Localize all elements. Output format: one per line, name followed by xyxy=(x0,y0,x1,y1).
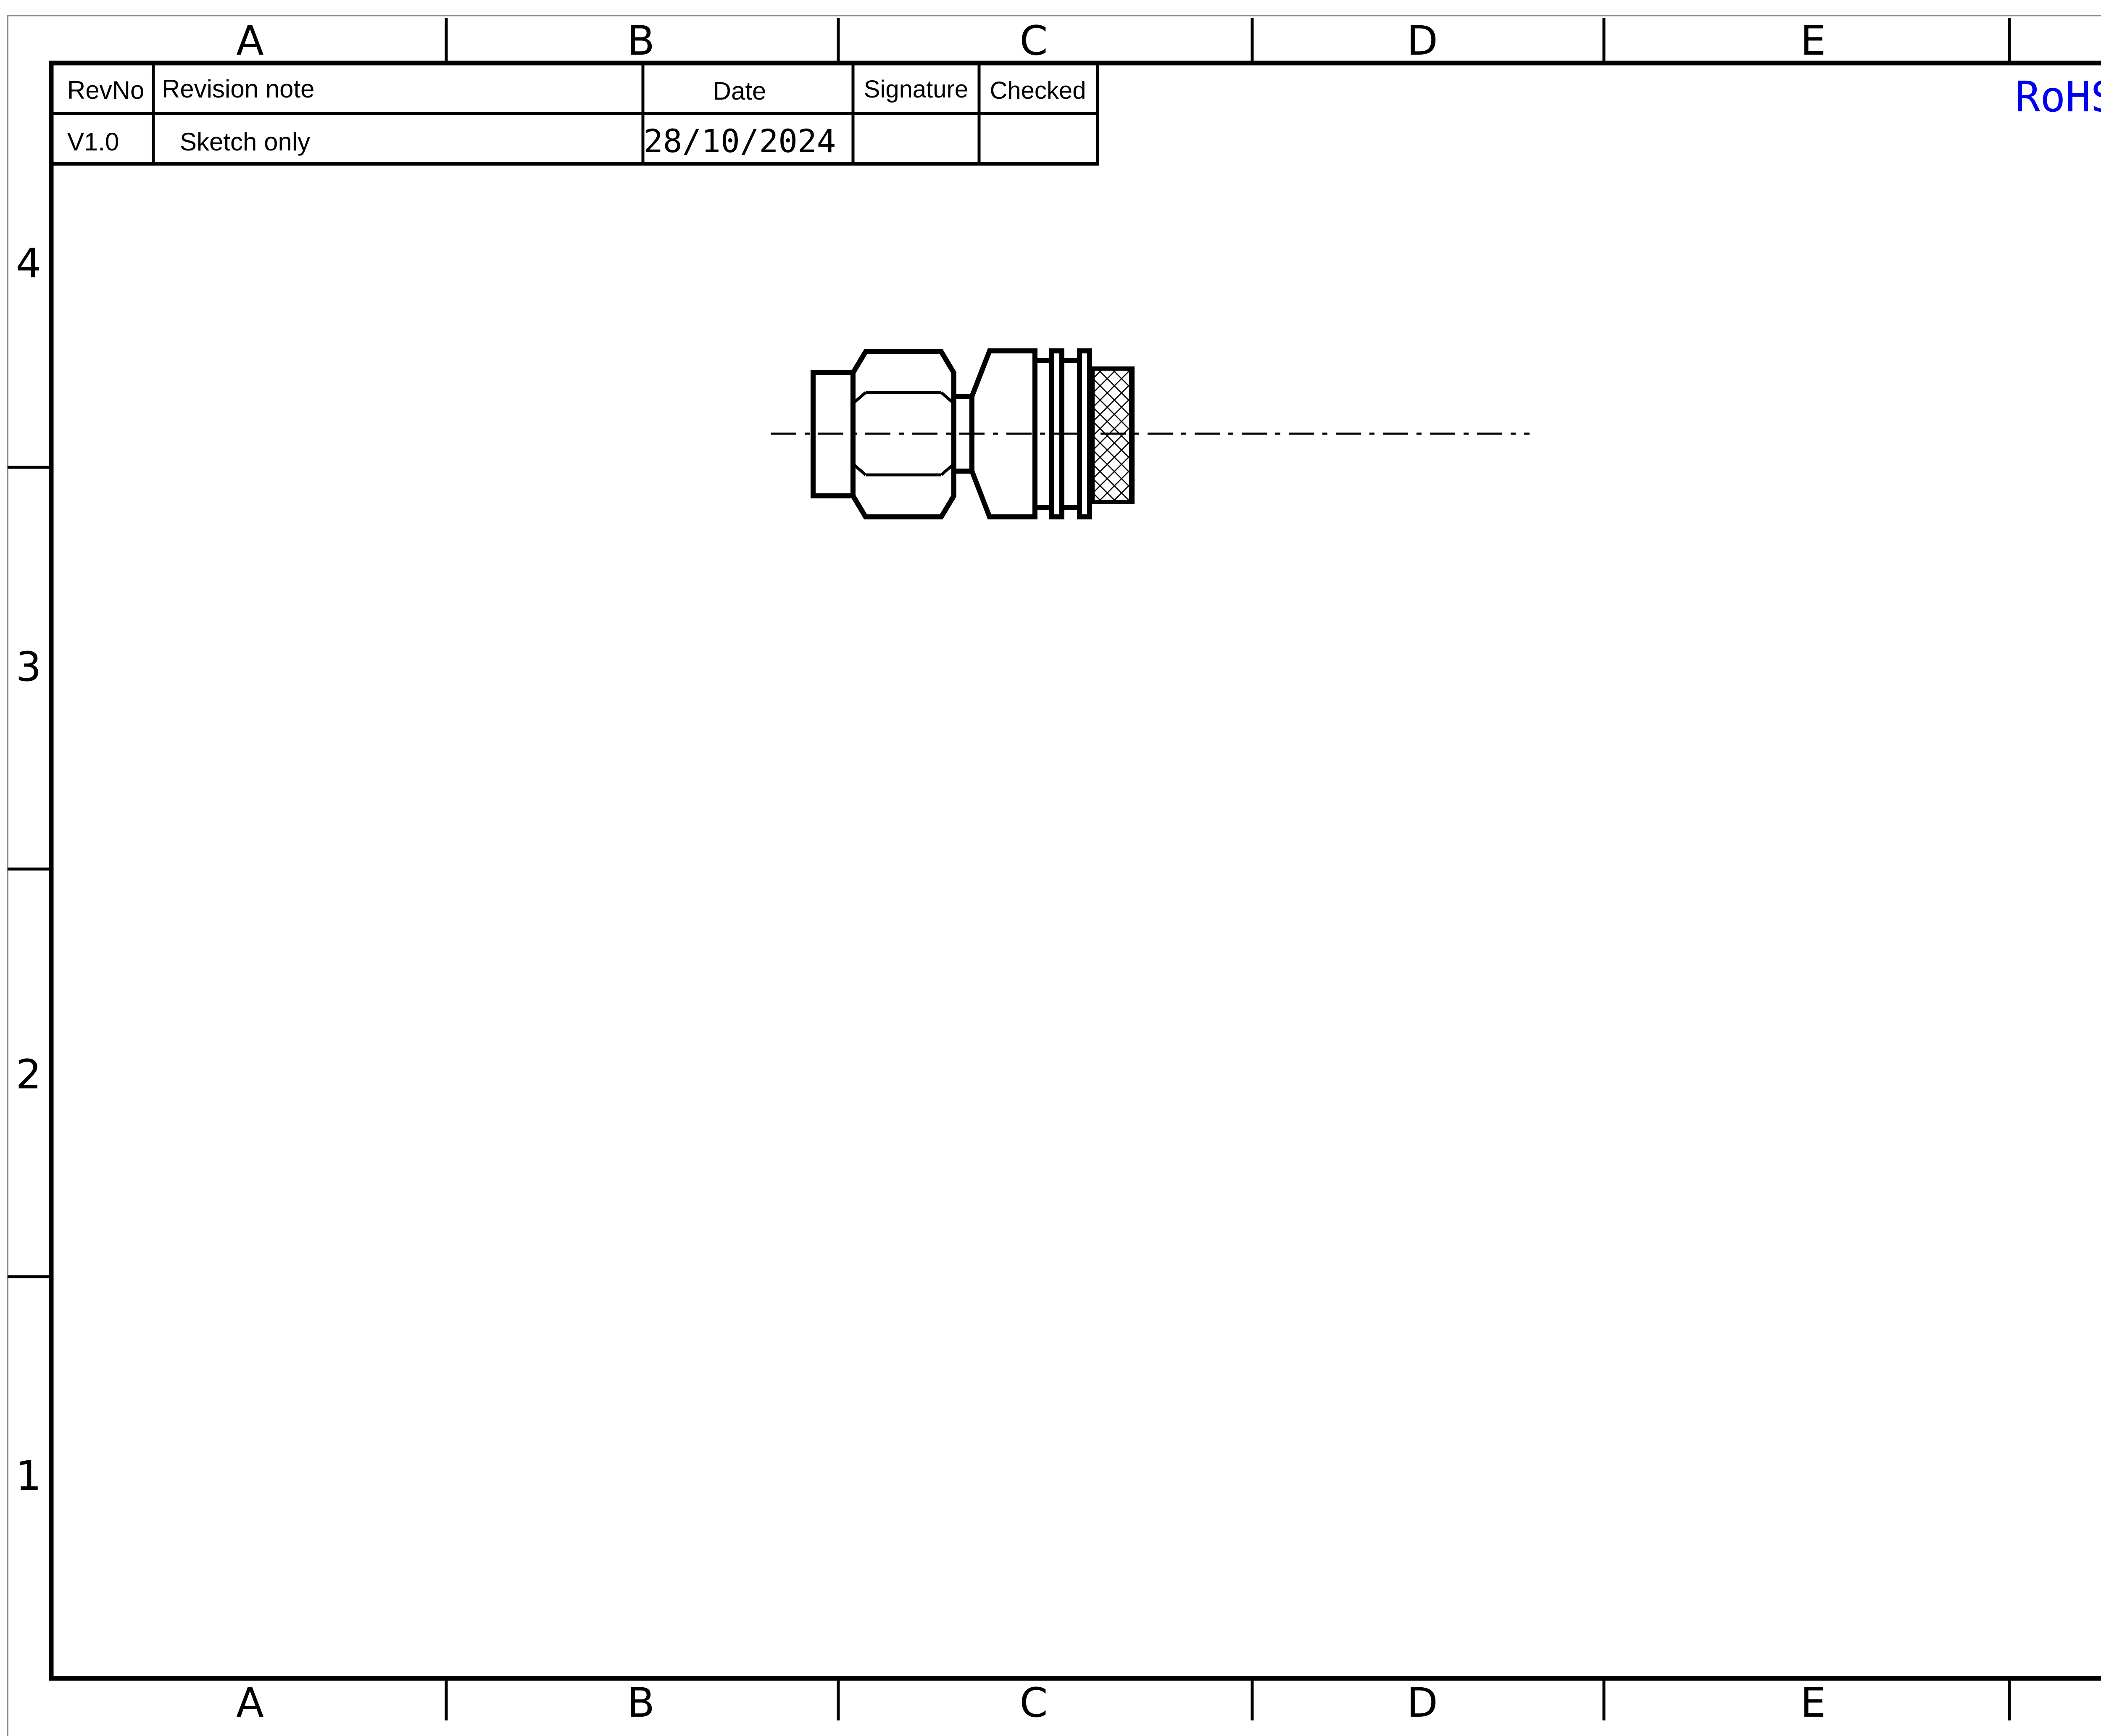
rev-header-note: Revision note xyxy=(162,75,315,103)
rev-header-checked: Checked xyxy=(990,77,1086,104)
svg-text:E: E xyxy=(1801,17,1826,64)
svg-text:C: C xyxy=(1019,1679,1048,1726)
svg-text:C: C xyxy=(1019,17,1048,64)
column-labels-bottom: A B C D E F xyxy=(236,1679,1826,1726)
svg-text:4: 4 xyxy=(16,240,41,287)
svg-text:D: D xyxy=(1407,1679,1438,1726)
rev-header-date: Date xyxy=(713,77,766,105)
connector-main-view xyxy=(771,348,1530,519)
svg-text:A: A xyxy=(236,17,264,64)
svg-text:B: B xyxy=(627,1679,655,1726)
svg-text:2: 2 xyxy=(16,1051,41,1098)
rev-row-note: Sketch only xyxy=(180,128,310,156)
svg-text:D: D xyxy=(1407,17,1438,64)
row-labels-left: 4 3 2 1 xyxy=(16,240,41,1499)
svg-text:1: 1 xyxy=(16,1452,41,1499)
rev-row-date: 28/10/2024 xyxy=(644,122,836,160)
svg-text:B: B xyxy=(627,17,655,64)
svg-text:3: 3 xyxy=(16,643,41,690)
rev-row-revno: V1.0 xyxy=(67,128,119,156)
rohs-compliant-label: RoHS Compliant. xyxy=(2015,72,2101,121)
column-labels-top: A B C D E F xyxy=(236,17,1826,64)
revision-table: RevNo Revision note Date Signature Check… xyxy=(50,61,1099,166)
rev-header-signature: Signature xyxy=(864,76,968,103)
svg-text:A: A xyxy=(236,1679,264,1726)
sheet-frame xyxy=(7,15,2101,1736)
svg-text:E: E xyxy=(1801,1679,1826,1726)
rev-header-revno: RevNo xyxy=(67,76,144,104)
